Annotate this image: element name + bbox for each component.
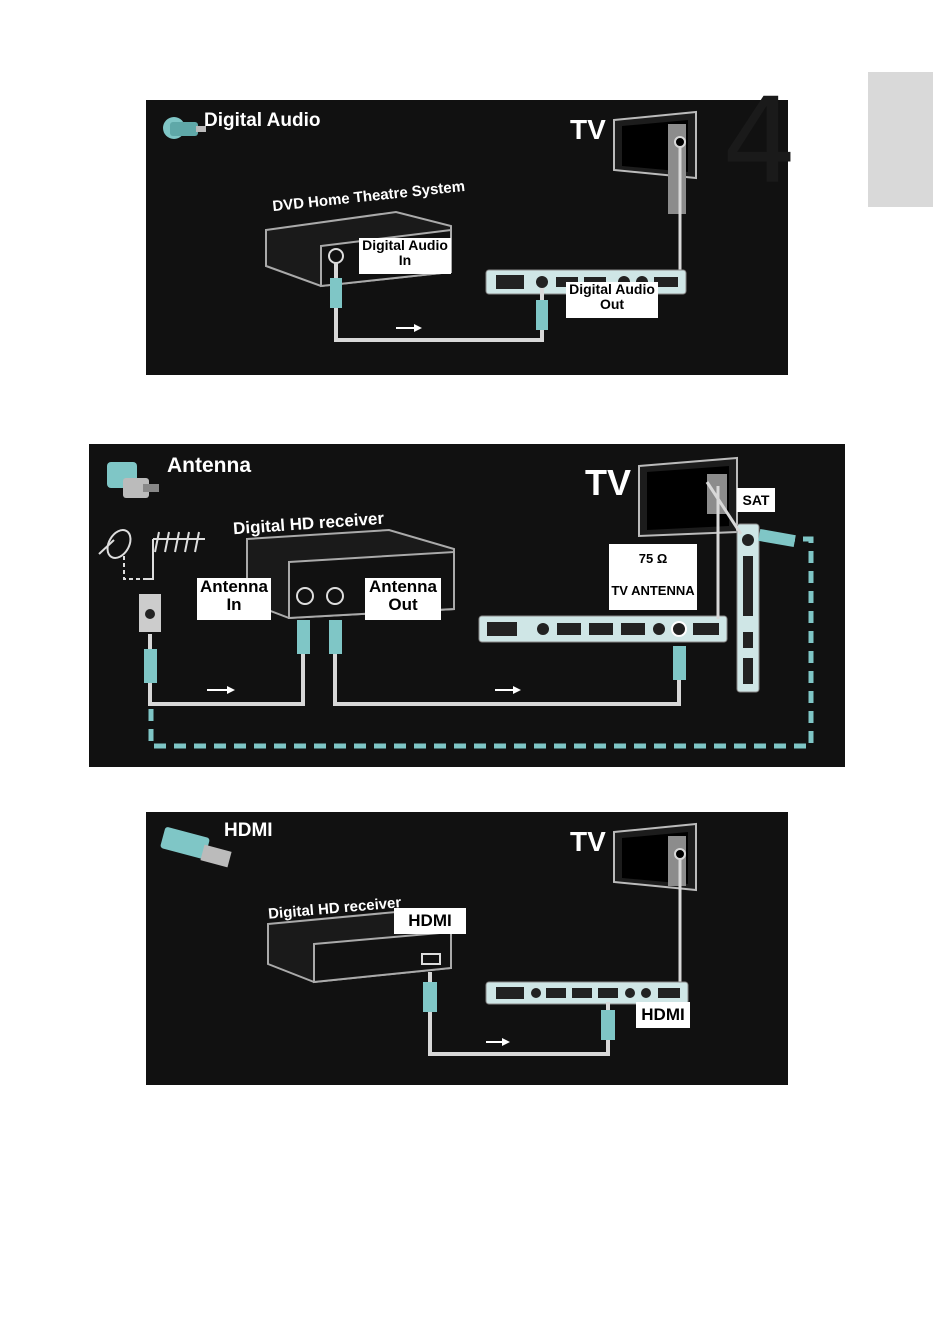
chapter-tab <box>868 72 933 207</box>
antenna-panel: Antenna TV Digital HD receiver Antenna I… <box>89 444 845 767</box>
tv-connector-panel <box>486 982 688 1004</box>
out-label-line2: Out <box>566 297 658 312</box>
sat-label: SAT <box>737 488 775 512</box>
tv-icon <box>639 458 737 536</box>
in-label-line1: Digital Audio <box>359 238 451 253</box>
in-label-line1: Antenna <box>197 578 271 596</box>
hdmi-diagram <box>146 812 788 1085</box>
out-label-line2: Out <box>365 596 441 614</box>
terrestrial-aerial-icon <box>144 532 205 579</box>
tv-side-connector-panel <box>737 524 759 692</box>
antenna-in-label: Antenna In <box>197 578 271 620</box>
tv-connector-panel <box>479 616 727 642</box>
out-label-line1: Digital Audio <box>566 282 658 297</box>
antenna-plug-icon <box>107 462 159 498</box>
hdmi-plug-icon <box>160 826 232 867</box>
antenna-title: Antenna <box>167 454 251 478</box>
in-label-line2: In <box>197 596 271 614</box>
digital-audio-out-label: Digital Audio Out <box>566 282 658 318</box>
digital-audio-in-label: Digital Audio In <box>359 238 451 274</box>
digital-audio-title: Digital Audio <box>204 110 320 132</box>
tv-label: TV <box>570 114 606 146</box>
page-number: 4 <box>722 82 797 200</box>
wall-socket-icon <box>139 594 161 632</box>
tv-icon <box>614 112 696 214</box>
digital-audio-diagram <box>146 100 788 375</box>
tv-antenna-port-box: 75 Ω TV ANTENNA <box>609 544 697 610</box>
device-hdmi-label: HDMI <box>394 908 466 934</box>
digital-audio-icon <box>163 117 206 139</box>
tv-label: TV <box>585 462 631 504</box>
satellite-dish-icon <box>99 526 144 579</box>
tv-label: TV <box>570 826 606 858</box>
tv-hdmi-label: HDMI <box>636 1002 690 1028</box>
in-label-line2: In <box>359 253 451 268</box>
digital-audio-panel: Digital Audio TV DVD Home Theatre System… <box>146 100 788 375</box>
antenna-out-label: Antenna Out <box>365 578 441 620</box>
hdmi-title: HDMI <box>224 820 273 842</box>
tv-antenna-label: TV ANTENNA <box>609 584 697 598</box>
out-label-line1: Antenna <box>365 578 441 596</box>
hdmi-panel: HDMI TV Digital HD receiver HDMI HDMI <box>146 812 788 1085</box>
ohm-label: 75 Ω <box>609 552 697 566</box>
